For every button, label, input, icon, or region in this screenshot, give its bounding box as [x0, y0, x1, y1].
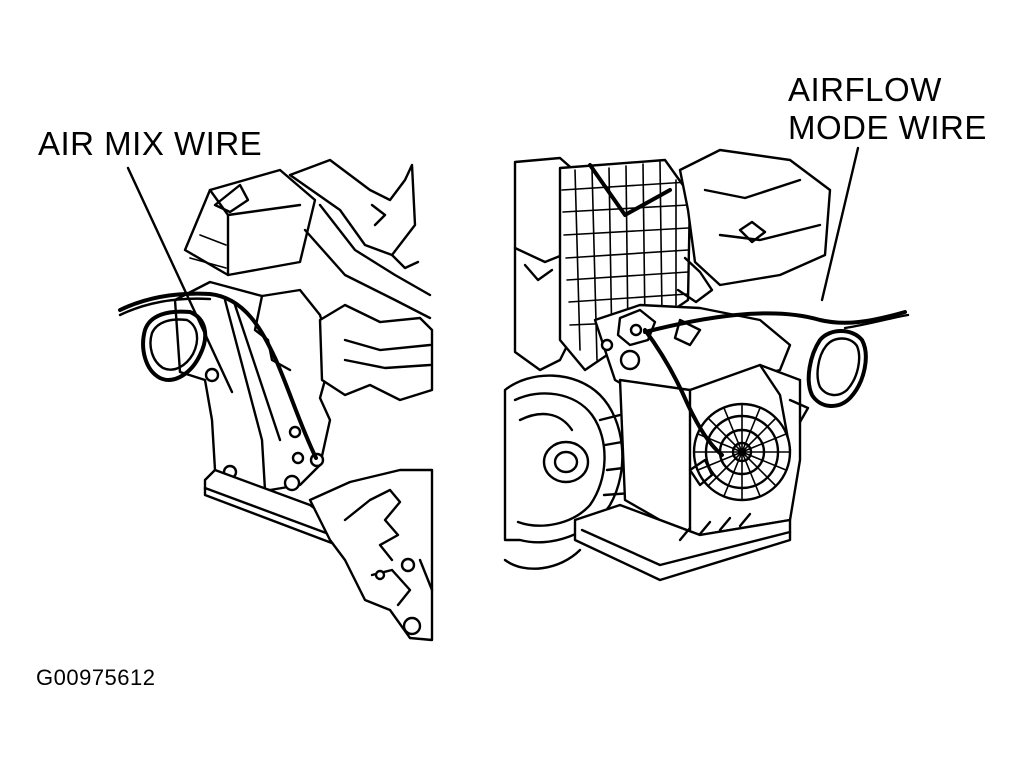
- left-heater-assembly: [118, 158, 434, 642]
- figure-code: G00975612: [36, 665, 156, 690]
- airflow-mode-wire-label-line1: AIRFLOW: [788, 71, 942, 108]
- air-mix-leader-line: [126, 166, 234, 394]
- airflow-mode-leader-line: [820, 146, 860, 302]
- airflow-mode-wire-label-line2: MODE WIRE: [788, 109, 987, 146]
- right-heater-assembly: [503, 148, 910, 582]
- air-mix-wire-label: AIR MIX WIRE: [38, 125, 263, 162]
